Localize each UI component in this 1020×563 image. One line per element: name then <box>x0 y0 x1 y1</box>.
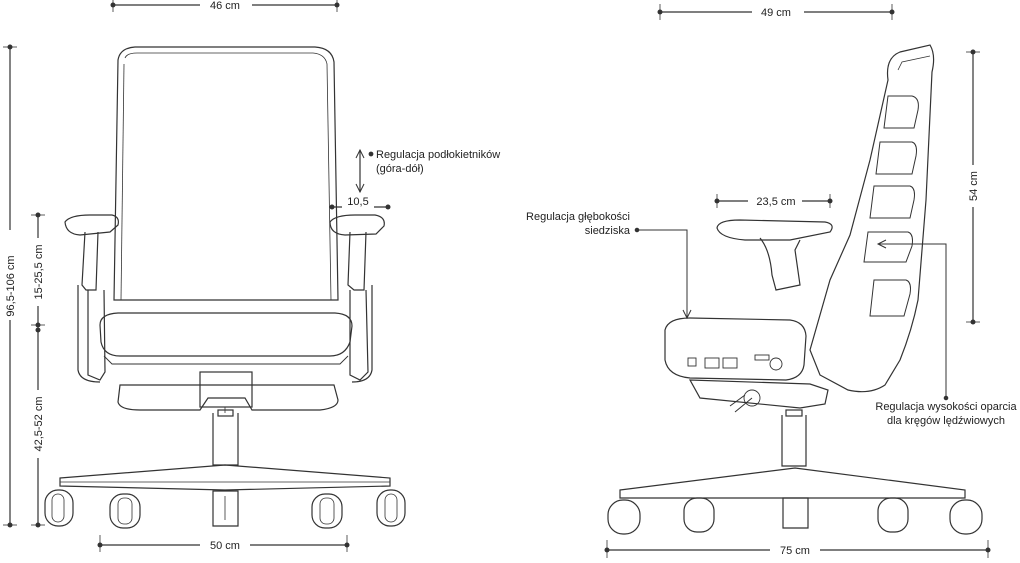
dim-depth-top <box>657 4 895 20</box>
front-base <box>59 464 391 491</box>
label-armrest-adjust-2: (góra-dół) <box>376 163 424 175</box>
label-total-height: 96,5-106 cm <box>5 255 17 316</box>
side-base <box>619 467 966 499</box>
side-view: 49 cm <box>604 4 991 558</box>
label-armrest-adjust-1: Regulacja podłokietników <box>376 149 500 161</box>
label-depth-base: 75 cm <box>780 545 810 557</box>
dim-backrest-height <box>965 49 981 325</box>
armrest-adjust-leader <box>355 148 374 194</box>
dim-armrest-depth <box>714 193 833 208</box>
side-armrest <box>716 219 833 291</box>
front-right-armrest <box>329 214 385 383</box>
label-armrest-height: 15-25,5 cm <box>33 244 45 299</box>
side-seat <box>664 317 807 381</box>
label-armrest-width: 10,5 <box>347 196 368 208</box>
label-lumbar-2: dla kręgów lędźwiowych <box>887 415 1005 427</box>
front-casters <box>44 489 406 529</box>
side-backrest-slats <box>863 95 919 317</box>
label-seat-height: 42,5-52 cm <box>33 396 45 451</box>
label-seat-depth-2: siedziska <box>585 225 631 237</box>
dim-width-top <box>110 0 340 12</box>
label-backrest-height: 54 cm <box>968 171 980 201</box>
dim-verticals <box>2 44 46 528</box>
front-gas-lift <box>212 413 239 466</box>
side-mechanism <box>688 379 829 409</box>
label-seat-depth-1: Regulacja głębokości <box>526 211 630 223</box>
front-left-armrest <box>64 214 119 383</box>
seat-depth-leader <box>634 227 692 320</box>
side-gas-lift <box>781 415 807 467</box>
front-mechanism <box>117 384 339 411</box>
dim-depth-base <box>604 540 991 558</box>
front-seat <box>99 312 353 357</box>
label-armrest-depth: 23,5 cm <box>756 196 795 208</box>
lumbar-leader <box>876 239 949 401</box>
label-lumbar-1: Regulacja wysokości oparcia <box>875 401 1017 413</box>
label-width-base: 50 cm <box>210 540 240 552</box>
front-view: 46 cm <box>2 0 406 552</box>
label-width-top: 46 cm <box>210 0 240 12</box>
dim-width-base <box>97 535 350 552</box>
label-depth-top: 49 cm <box>761 7 791 19</box>
side-backrest <box>809 44 935 393</box>
side-casters <box>607 497 983 535</box>
dim-armrest-width <box>329 197 391 211</box>
front-backrest <box>113 46 339 301</box>
